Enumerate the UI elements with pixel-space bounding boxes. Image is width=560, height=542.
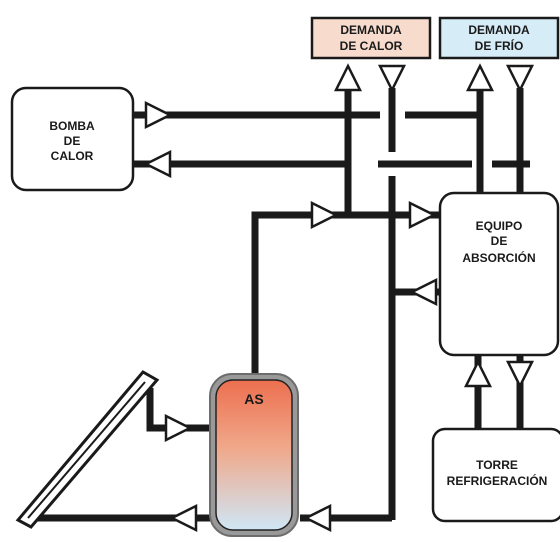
arrow-tower-down-icon <box>505 360 535 389</box>
absorption-label-3: ABSORCIÓN <box>462 250 535 265</box>
heat-demand-label-1: DEMANDA <box>340 23 402 37</box>
arrow-tank-return-icon <box>303 503 332 533</box>
heat-pump-label-1: BOMBA <box>49 119 95 133</box>
arrow-to-absorption-icon <box>408 200 437 230</box>
cold-demand-label-2: DE FRÍO <box>475 38 524 53</box>
cooling-tower-box: TORRE REFRIGERACIÓN <box>431 427 560 523</box>
cooling-tower-label-2: REFRIGERACIÓN <box>447 473 548 488</box>
storage-tank-label: AS <box>244 391 263 407</box>
solar-collector <box>15 370 160 529</box>
arrow-heat-demand-down-icon <box>377 64 407 93</box>
cold-demand-box: DEMANDA DE FRÍO <box>438 16 560 60</box>
arrow-cold-demand-up-icon <box>465 63 495 92</box>
arrow-tower-up-icon <box>463 359 493 388</box>
arrow-cold-demand-down-icon <box>505 64 535 93</box>
heat-pump-label-2: DE <box>64 134 81 148</box>
arrow-solar-in-icon <box>164 413 193 443</box>
absorption-box: EQUIPO DE ABSORCIÓN <box>438 191 560 357</box>
heat-pump-label-3: CALOR <box>51 149 94 163</box>
cold-demand-label-1: DEMANDA <box>468 23 530 37</box>
arrow-heat-demand-up-icon <box>333 63 363 92</box>
arrow-heat-pump-out-icon <box>143 149 172 179</box>
cooling-tower-label-1: TORRE <box>476 458 518 472</box>
flow-arrows <box>143 63 535 533</box>
heat-pump-box: BOMBA DE CALOR <box>10 86 135 192</box>
absorption-label-1: EQUIPO <box>476 219 523 233</box>
arrow-tank-outlet-icon <box>310 200 339 230</box>
arrow-absorption-out-icon <box>409 277 438 307</box>
heat-demand-label-2: DE CALOR <box>340 39 403 53</box>
heat-demand-box: DEMANDA DE CALOR <box>310 16 432 60</box>
pipe-tank-hot-outlet <box>251 211 440 374</box>
pipe-solar-supply <box>146 388 212 432</box>
arrow-solar-out-icon <box>169 503 198 533</box>
storage-tank: AS <box>209 373 299 537</box>
absorption-label-2: DE <box>491 234 508 248</box>
arrow-heat-pump-in-icon <box>144 100 173 130</box>
